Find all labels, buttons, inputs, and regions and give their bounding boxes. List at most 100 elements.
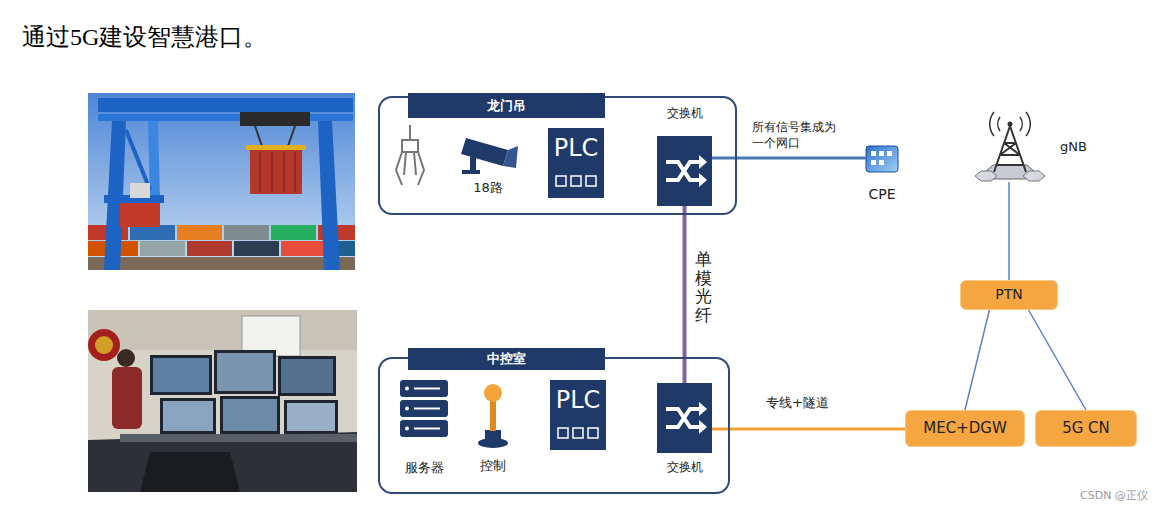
camera-icon-part — [470, 157, 476, 171]
camera-node: 18路 — [452, 128, 524, 196]
control-room-photo-part — [88, 432, 357, 492]
control-room-photo-part — [88, 329, 120, 361]
crane-photo-part — [177, 225, 222, 240]
claw-icon-part — [396, 152, 402, 185]
edge-label-wrap: 单模光纤 — [695, 250, 712, 325]
box-label: 5G CN — [1062, 419, 1110, 438]
claw-icon-part — [402, 140, 418, 152]
control-room-photo-part — [88, 310, 357, 492]
cpe-icon — [866, 146, 898, 172]
plc-icon — [548, 128, 606, 450]
joystick-icon-part — [484, 384, 502, 402]
switch-icon — [657, 136, 712, 453]
crane-photo-part — [283, 152, 285, 192]
cpe-icon-part — [879, 160, 884, 165]
switch-node: 交换机 — [657, 106, 712, 206]
crane-photo-part — [187, 241, 232, 256]
cpe-icon-part — [866, 146, 898, 172]
crane-photo-part — [98, 114, 353, 121]
server-node: 服务器 — [393, 378, 455, 476]
box-label: PTN — [995, 286, 1022, 304]
control-room-photo-part — [284, 400, 338, 434]
control-room-photo-part — [163, 401, 213, 431]
switch-label: 交换机 — [667, 460, 703, 475]
connector-line — [965, 310, 989, 410]
gnb-tower-icon-part — [990, 112, 1031, 136]
cpe-icon-part — [879, 151, 884, 156]
control-room-photo-part — [220, 396, 280, 434]
joystick-icon-part — [485, 430, 501, 442]
gnb-label: gNB — [1060, 139, 1087, 155]
control-room-photo-part — [223, 399, 277, 431]
crane-photo-part — [271, 152, 273, 192]
label-wrap: CSDN @正仪 — [1080, 484, 1148, 503]
cpe-label: CPE — [868, 186, 895, 204]
cpe-icon-part — [887, 151, 892, 156]
control-room-photo-part — [281, 359, 333, 393]
camera-icon-part — [461, 138, 508, 166]
cpe-icon-part — [871, 160, 876, 165]
title-wrap: 通过5G建设智慧港口。 — [22, 22, 267, 52]
network-box: MEC+DGW — [905, 410, 1025, 447]
server-icon-part — [405, 427, 409, 431]
crane-photo-part — [98, 98, 353, 112]
edge-label-wrap: 专线+隧道 — [766, 395, 829, 412]
crane-photo-part — [126, 130, 150, 190]
crane-photo-part — [246, 145, 306, 150]
gnb-tower-icon-part — [994, 126, 1026, 172]
equipment-panel: 龙门吊18路PLC交换机 — [378, 96, 737, 215]
plc-node: PLC — [548, 128, 604, 198]
control-room-photo-part — [287, 403, 335, 431]
edge-label-wrap: 所有信号集成为一个网口 — [752, 120, 842, 151]
crane-photo-part — [224, 225, 269, 240]
crane-photo-part — [255, 126, 262, 146]
server-icon-part — [414, 428, 440, 430]
camera-icon-part — [462, 170, 480, 174]
control-room-photo-part — [214, 350, 276, 394]
control-room-photo-part — [278, 356, 336, 396]
server-label: 服务器 — [405, 460, 444, 476]
box-label: MEC+DGW — [923, 419, 1006, 438]
control-room-photo-part — [112, 367, 142, 429]
claw-icon-part — [404, 152, 406, 175]
camera-icon — [461, 138, 518, 174]
connector-line — [1029, 310, 1086, 410]
crane-photo — [88, 93, 355, 270]
crane-photo-part — [294, 152, 296, 192]
server-icon-part — [405, 407, 409, 411]
edge-label: 单模光纤 — [695, 250, 712, 325]
crane-photo-part — [250, 150, 302, 194]
server-icon — [400, 380, 448, 437]
plc-icon-part — [550, 380, 606, 450]
control-room-panel: 中控室服务器控制PLC交换机 — [378, 357, 730, 494]
cpe-node: CPE — [866, 145, 898, 203]
crane-photo-part — [240, 112, 310, 126]
network-box: 5G CN — [1035, 410, 1137, 447]
watermark: CSDN @正仪 — [1080, 489, 1148, 502]
claw-icon-part — [414, 152, 416, 175]
claw-icon-part — [409, 125, 411, 140]
switch-icon-part — [657, 383, 712, 453]
edge-label: 所有信号集成为一个网口 — [752, 120, 842, 151]
control-room-photo-part — [95, 336, 113, 354]
joystick-icon — [478, 384, 508, 448]
control-room-photo-part — [88, 310, 357, 350]
camera-icon-part — [503, 146, 518, 168]
joystick-icon-part — [490, 398, 496, 431]
title: 通过5G建设智慧港口。 — [22, 24, 267, 50]
edge-label: 专线+隧道 — [766, 395, 829, 412]
switch-node: 交换机 — [657, 383, 712, 475]
connector-line — [1008, 182, 1010, 280]
server-icon-part — [400, 400, 448, 417]
crane-photo-part — [88, 257, 355, 270]
crane-photo-part — [259, 152, 261, 192]
crane-photo-part — [281, 241, 326, 256]
server-icon-part — [405, 387, 409, 391]
server-icon-part — [414, 408, 440, 410]
camera-label: 18路 — [473, 180, 503, 196]
control-room-photo-part — [150, 355, 212, 395]
crane-photo-part — [130, 225, 175, 240]
plc-icon-part — [548, 128, 604, 198]
crane-photo-part — [271, 225, 316, 240]
